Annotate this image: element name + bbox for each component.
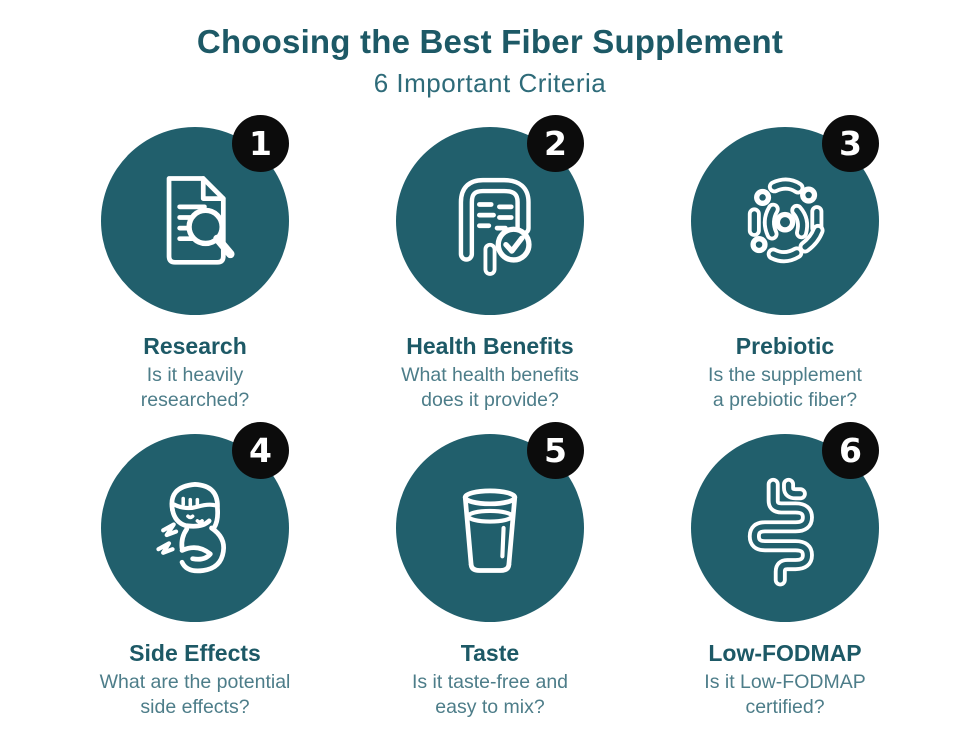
header: Choosing the Best Fiber Supplement 6 Imp… [0, 0, 980, 99]
badge-number: 6 [839, 430, 862, 470]
criterion-description: Is it taste-free and easy to mix? [411, 670, 569, 718]
person-stomach-pain-icon [156, 481, 227, 573]
infographic-subtitle: 6 Important Criteria [373, 67, 607, 98]
icon-circle-side-effects: 4 [101, 421, 289, 622]
criterion-title: Research [143, 332, 247, 359]
icon-circle-taste: 5 [396, 421, 584, 622]
card-research: 1 Research Is it heavily researched? [48, 114, 343, 413]
number-badge: 4 [232, 421, 289, 479]
document-magnifier-icon [166, 175, 235, 265]
card-taste: 5 Taste Is it taste-free and easy to mix… [343, 421, 638, 720]
badge-number: 3 [839, 123, 862, 163]
card-prebiotic: 3 Prebiotic Is the supplement a prebioti… [638, 114, 933, 413]
criterion-title: Low-FODMAP [708, 639, 862, 666]
badge-number: 4 [249, 430, 272, 470]
number-badge: 3 [822, 114, 879, 172]
criterion-title: Health Benefits [406, 332, 574, 359]
criterion-description: Is the supplement a prebiotic fiber? [708, 363, 862, 411]
infographic-title: Choosing the Best Fiber Supplement [196, 23, 784, 60]
criterion-description: What health benefits does it provide? [401, 363, 579, 411]
badge-number: 2 [544, 123, 567, 163]
number-badge: 2 [527, 114, 584, 172]
number-badge: 6 [822, 421, 879, 479]
icon-circle-low-fodmap: 6 [691, 421, 879, 622]
card-health-benefits: 2 Health Benefits What health benefits d… [343, 114, 638, 413]
icon-circle-research: 1 [101, 114, 289, 315]
number-badge: 5 [527, 421, 584, 479]
badge-number: 1 [249, 123, 272, 163]
icon-circle-prebiotic: 3 [691, 114, 879, 315]
badge-number: 5 [544, 430, 567, 470]
water-glass-icon [462, 488, 518, 573]
criterion-title: Prebiotic [735, 332, 835, 359]
card-low-fodmap: 6 Low-FODMAP Is it Low-FODMAP certified? [638, 421, 933, 720]
card-side-effects: 4 Side Effects What are the potential si… [48, 421, 343, 720]
intestine-icon [747, 477, 814, 587]
bacteria-icon [747, 177, 825, 263]
criterion-description: What are the potential side effects? [99, 670, 291, 718]
number-badge: 1 [232, 114, 289, 172]
criteria-grid: 1 Research Is it heavily researched? [48, 114, 933, 720]
criterion-title: Taste [460, 639, 520, 666]
icon-circle-health-benefits: 2 [396, 114, 584, 315]
criterion-description: Is it heavily researched? [140, 363, 250, 411]
intestines-check-icon [458, 177, 532, 276]
criterion-description: Is it Low-FODMAP certified? [704, 670, 866, 718]
criterion-title: Side Effects [129, 639, 261, 666]
